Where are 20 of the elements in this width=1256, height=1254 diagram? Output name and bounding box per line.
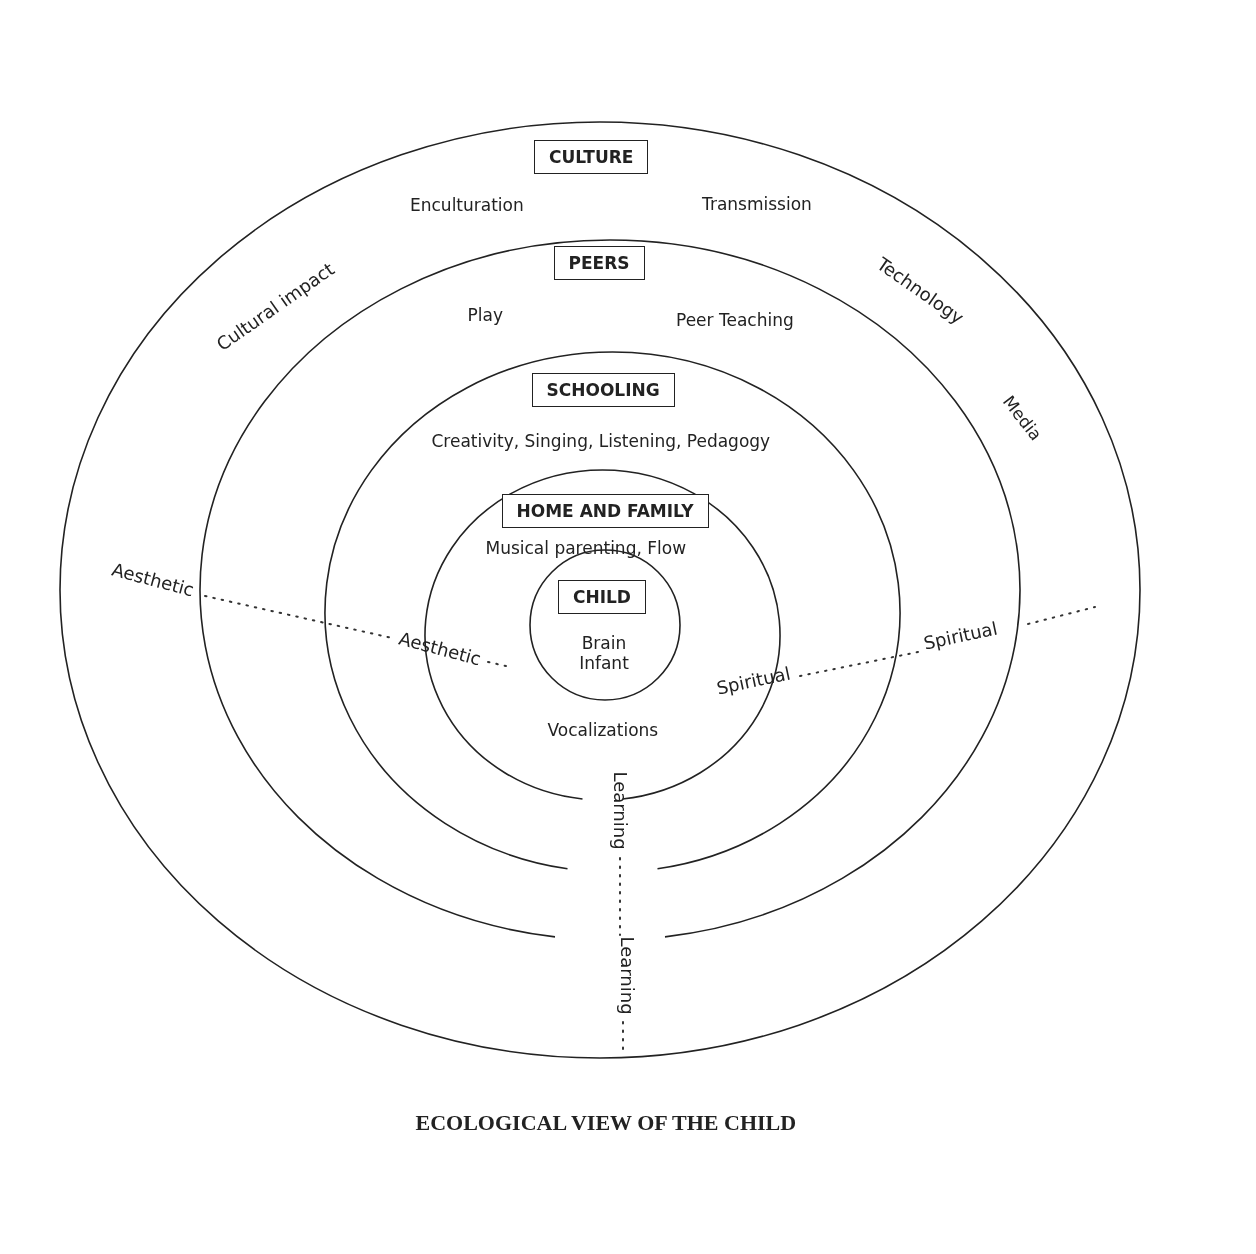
ring-text: Creativity, Singing, Listening, Pedagogy — [431, 431, 771, 451]
ring-heading: CULTURE — [534, 140, 649, 174]
caption: ECOLOGICAL VIEW OF THE CHILD — [415, 1110, 797, 1136]
circle-ring — [60, 122, 1140, 1058]
ring-heading: PEERS — [553, 246, 645, 280]
circle-ring — [325, 352, 900, 872]
ring-text: Vocalizations — [547, 720, 659, 740]
ring-text: Brain Infant — [578, 633, 630, 673]
axis-label: Spiritual — [714, 661, 792, 699]
ring-text: Enculturation — [410, 195, 524, 215]
ring-heading: CHILD — [558, 580, 646, 614]
ring-heading: HOME AND FAMILY — [501, 494, 709, 528]
axis-label: Learning — [609, 770, 631, 850]
ring-text: Play — [467, 305, 503, 325]
ring-heading: SCHOOLING — [531, 373, 675, 407]
ring-text: Transmission — [702, 194, 812, 214]
ring-text: Musical parenting, Flow — [485, 538, 687, 558]
axis-label: Spiritual — [921, 616, 999, 654]
ring-text: Peer Teaching — [676, 310, 794, 330]
axis-label: Learning — [616, 935, 638, 1015]
